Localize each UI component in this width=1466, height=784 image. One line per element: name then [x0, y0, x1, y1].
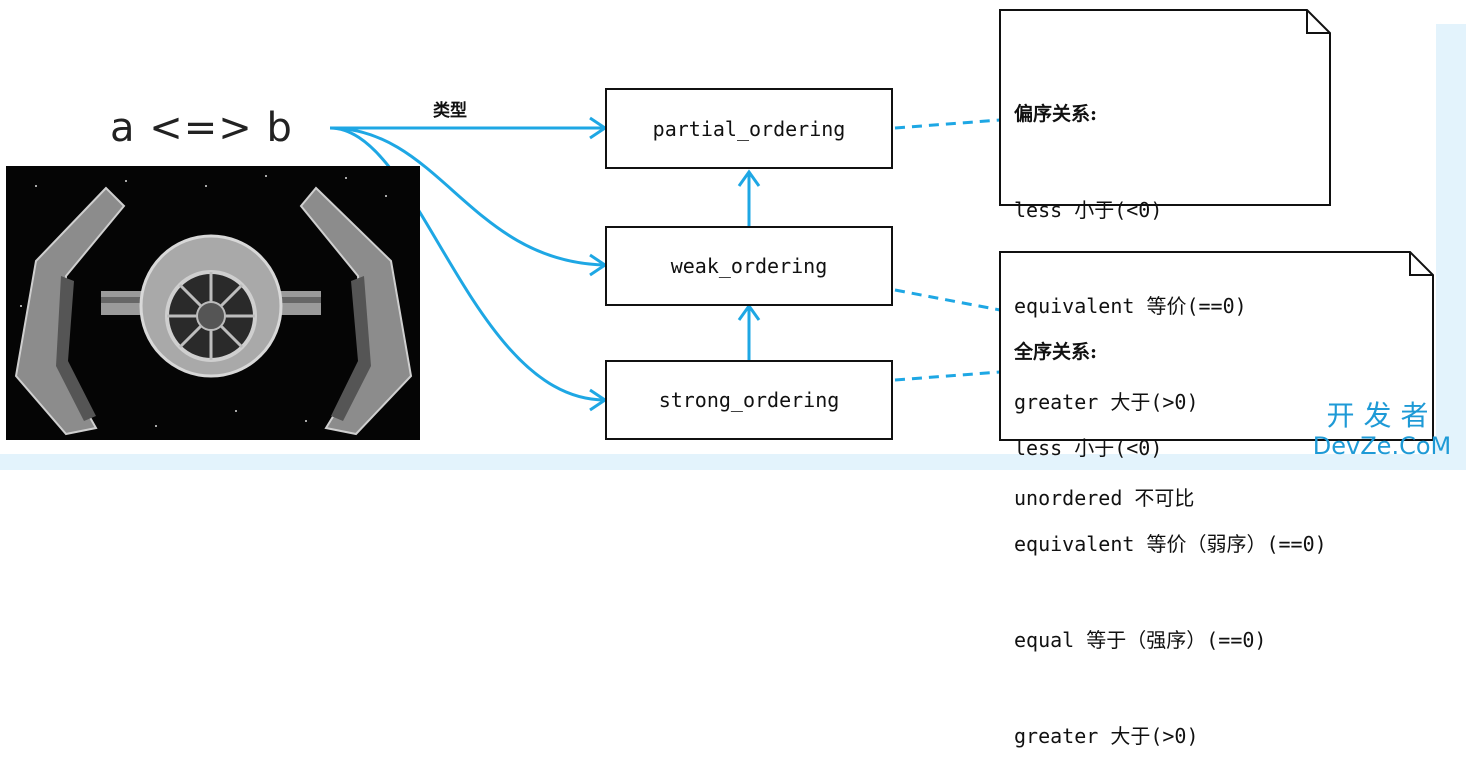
spaceship-image [6, 166, 420, 440]
arrow-to-weak [329, 126, 606, 267]
partial-note-outline [999, 9, 1331, 206]
watermark-cn: 开发者 [1326, 399, 1438, 432]
total-note-line: greater 大于(>0) [1014, 724, 1199, 748]
watermark-en: DevZe.CoM [1312, 432, 1452, 460]
total-note-fold [1409, 252, 1433, 276]
partial-note-fold [1306, 10, 1330, 34]
comparison-expression: a <=> b [110, 105, 293, 151]
total-note-line: less 小于(<0) [1014, 436, 1163, 460]
right-margin-panel [1436, 24, 1466, 454]
arrowhead-weak-to-partial [737, 169, 761, 187]
type-label: 类型 [433, 101, 467, 121]
weak-ordering-box: weak_ordering [605, 226, 893, 306]
diagram-connectors [329, 9, 1434, 441]
total-note-line: equivalent 等价（弱序）(==0) [1014, 532, 1327, 556]
partial-note-line: equivalent 等价(==0) [1014, 294, 1247, 318]
partial-note-line: less 小于(<0) [1014, 198, 1163, 222]
dash-weak-note [894, 288, 1001, 312]
partial-note-title: 偏序关系: [1014, 103, 1098, 125]
total-note-title: 全序关系: [1014, 341, 1098, 363]
strong-ordering-box: strong_ordering [605, 360, 893, 440]
dash-partial-note [894, 118, 1001, 130]
total-note-outline [999, 251, 1434, 441]
bottom-margin-panel [0, 454, 1466, 470]
total-order-note: 全序关系: less 小于(<0) equivalent 等价（弱序）(==0)… [1014, 272, 1327, 784]
arrowhead-strong-to-weak [737, 303, 761, 321]
arrow-to-strong [329, 126, 606, 402]
partial-ordering-box: partial_ordering [605, 88, 893, 169]
total-note-line: equal 等于（强序）(==0) [1014, 628, 1267, 652]
site-watermark: 开发者 DevZe.CoM [1306, 399, 1458, 461]
partial-note-line: greater 大于(>0) [1014, 390, 1199, 414]
dash-strong-note [894, 370, 1001, 382]
